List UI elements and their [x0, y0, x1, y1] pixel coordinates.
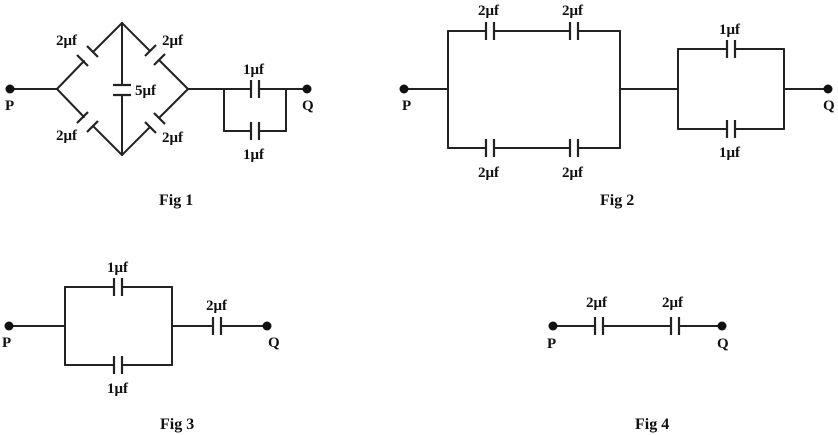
fig4-cap-label-1: 2μf [586, 295, 608, 311]
fig4-circuit: P Q 2μf 2μf Fig 4 [547, 295, 729, 433]
fig3-caption: Fig 3 [160, 416, 194, 433]
fig3-circuit: P Q 1μf 1μf 2μf Fig 3 [2, 260, 280, 433]
fig3-cap-label-parallel-bottom: 1μf [107, 381, 129, 397]
fig1-cap-label-lower-right: 2μf [162, 130, 184, 146]
fig4-terminal-q-label: Q [717, 336, 729, 352]
fig4-caption: Fig 4 [635, 416, 669, 433]
fig2-cap-label-parallel-top: 1μf [719, 22, 741, 38]
fig1-cap-label-parallel-top: 1μf [243, 62, 265, 78]
fig3-terminal-q-node [262, 321, 272, 331]
fig2-cap-label-bottom-1: 2μf [478, 165, 500, 181]
fig2-terminal-p-label: P [402, 98, 411, 114]
fig1-terminal-q-node [302, 84, 312, 94]
fig2-cap-label-top-1: 2μf [478, 3, 500, 19]
fig4-terminal-p-node [548, 321, 558, 331]
fig1-terminal-p-label: P [5, 98, 14, 114]
fig4-terminal-q-node [717, 321, 727, 331]
fig2-cap-label-parallel-bottom: 1μf [719, 145, 741, 161]
fig4-terminal-p-label: P [547, 336, 556, 352]
fig1-terminal-q-label: Q [302, 98, 314, 114]
fig2-caption: Fig 2 [600, 192, 634, 209]
fig3-cap-label-series: 2μf [206, 298, 228, 314]
fig2-cap-label-top-2: 2μf [562, 3, 584, 19]
fig2-cap-label-bottom-2: 2μf [562, 165, 584, 181]
fig3-terminal-p-label: P [2, 335, 11, 351]
fig1-circuit: P Q 2μf 2μf 5μf 2μf 2μf 1μf 1μf Fig 1 [5, 22, 314, 209]
fig2-terminal-q-node [823, 84, 833, 94]
fig1-cap-label-upper-right: 2μf [162, 33, 184, 49]
fig4-cap-label-2: 2μf [662, 295, 684, 311]
fig1-cap-label-middle: 5μf [135, 83, 157, 99]
fig2-circuit: P Q 2μf 2μf 2μf 2μf 1μf 1μf Fig 2 [399, 3, 835, 209]
fig3-cap-label-parallel-top: 1μf [107, 260, 129, 276]
fig2-terminal-q-label: Q [823, 98, 835, 114]
fig1-cap-label-parallel-bottom: 1μf [243, 147, 265, 163]
fig3-terminal-q-label: Q [268, 335, 280, 351]
fig1-cap-label-upper-left: 2μf [56, 33, 78, 49]
fig1-caption: Fig 1 [159, 192, 193, 209]
fig2-terminal-p-node [399, 84, 409, 94]
fig3-terminal-p-node [4, 321, 14, 331]
fig1-cap-label-lower-left: 2μf [56, 128, 78, 144]
fig1-terminal-p-node [5, 84, 15, 94]
